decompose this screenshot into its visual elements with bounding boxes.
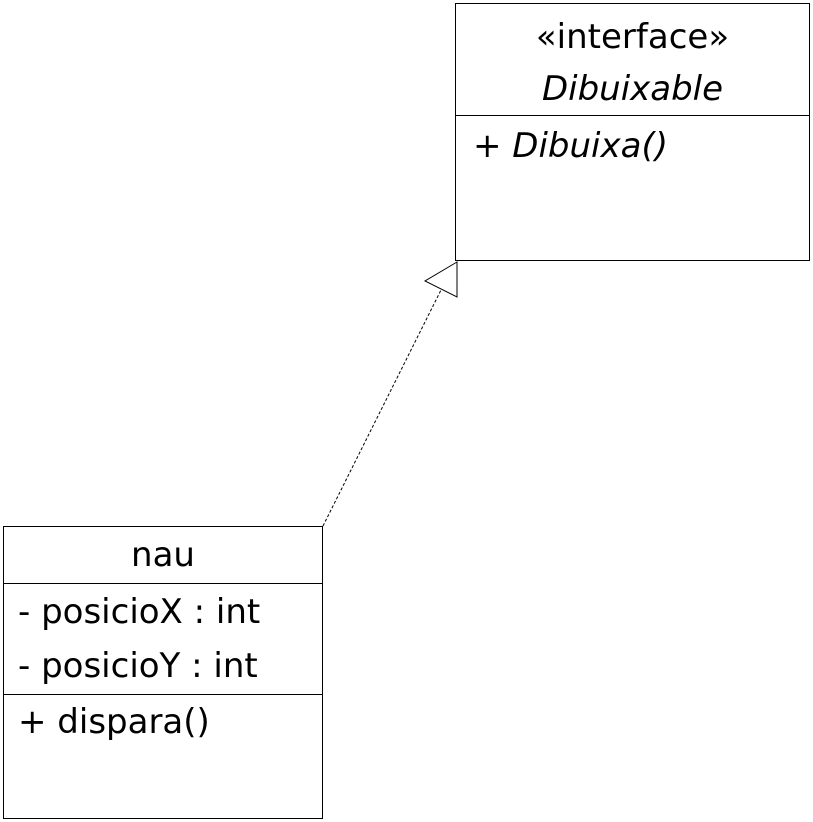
interface-name: Dibuixable: [541, 69, 724, 109]
class-box-nau[interactable]: nau - posicioX : int - posicioY : int + …: [3, 526, 323, 819]
realization-dashed-line: [322, 287, 443, 527]
interface-box-dibuixable[interactable]: «interface» Dibuixable + Dibuixa(): [455, 3, 810, 261]
class-operations: + dispara(): [4, 695, 322, 749]
class-name: nau: [131, 535, 195, 575]
class-attribute: - posicioX : int: [18, 592, 261, 632]
class-attributes: - posicioX : int - posicioY : int: [4, 584, 322, 695]
interface-operations: + Dibuixa(): [456, 116, 809, 173]
interface-header: «interface» Dibuixable: [456, 4, 809, 116]
class-operation: + dispara(): [18, 702, 210, 742]
realization-arrowhead: [423, 261, 458, 298]
class-attribute: - posicioY : int: [18, 646, 258, 686]
interface-operation: + Dibuixa(): [473, 126, 668, 166]
class-header: nau: [4, 527, 322, 584]
interface-stereotype: «interface»: [535, 17, 730, 57]
